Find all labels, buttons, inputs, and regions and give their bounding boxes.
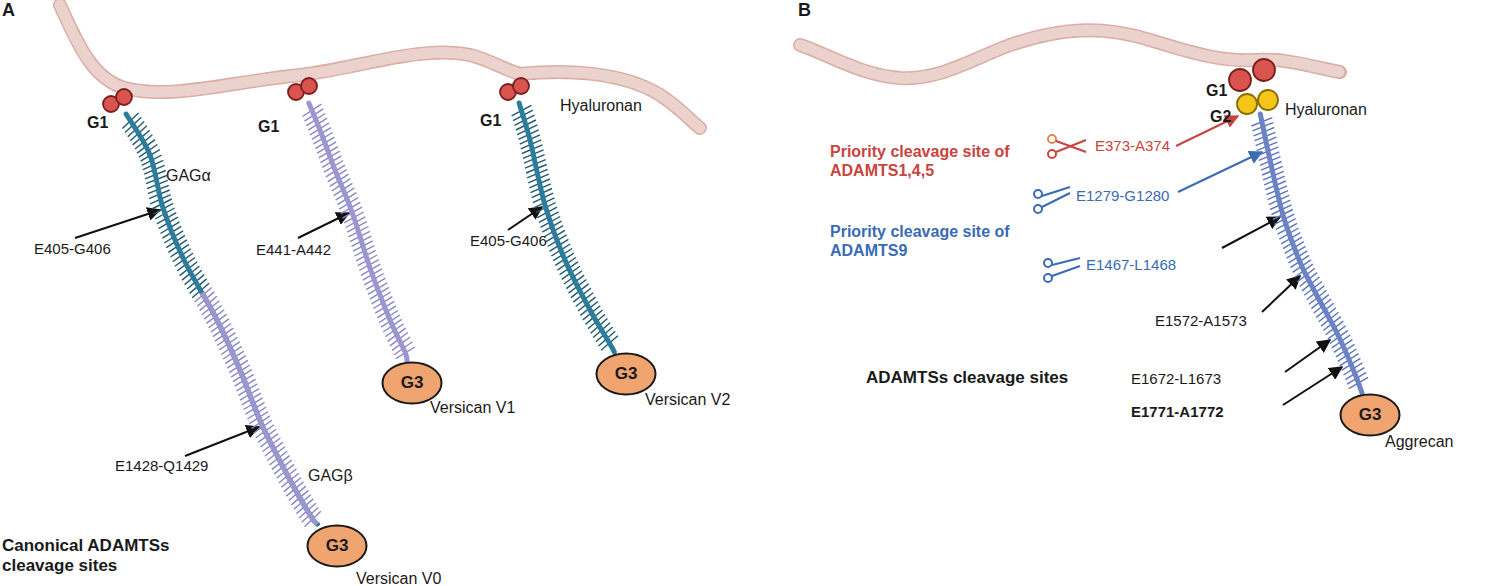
priority-arrow [1178, 152, 1262, 192]
core-protein-connector [519, 103, 614, 352]
panel-text: Priority cleavage site of ADAMTS9 [830, 222, 1045, 260]
site-label: E405-G406 [34, 240, 111, 258]
g1-domain: G1 [497, 75, 533, 103]
scissors-blade [1052, 258, 1080, 265]
site-label: E1572-A1573 [1155, 312, 1247, 330]
panel-text: B [798, 0, 811, 22]
scissors-handle [1034, 205, 1042, 213]
scissors-handle [1048, 135, 1056, 143]
scissors-blade [1056, 141, 1086, 152]
scissors-icon [1048, 135, 1086, 158]
cleavage-arrow [1262, 276, 1300, 312]
cleavage-arrow [298, 213, 349, 238]
domain-label: G1 [480, 112, 501, 130]
molecule-name: Aggrecan [1385, 433, 1454, 451]
domain-circle [116, 89, 132, 105]
domain-shape [100, 86, 136, 114]
g1-domain: G1 [285, 75, 321, 103]
g1-domain: G1 [1226, 56, 1278, 92]
scissors-blade [1042, 193, 1070, 207]
scissors-handle [1034, 190, 1042, 198]
panel-text: Canonical ADAMTSs cleavage sites [2, 536, 177, 577]
hyaluronan-band [60, 5, 700, 128]
cleavage-arrows-b [1176, 116, 1342, 405]
domain-shape [1235, 88, 1280, 114]
domain-label: G2 [1210, 108, 1231, 126]
scissors-handle [1044, 259, 1052, 267]
molecule-name: Versican V1 [430, 399, 515, 417]
core-protein [1252, 114, 1369, 393]
g3-domain: G3Versican V1 [381, 361, 443, 405]
core-protein-connector [309, 103, 407, 361]
domain-label: G3 [595, 352, 657, 396]
panel-text: Priority cleavage site of ADAMTS1,4,5 [830, 142, 1045, 180]
domain-label: G3 [1339, 393, 1401, 437]
hyaluronan-chain [60, 5, 1340, 128]
site-label: Hyaluronan [1285, 100, 1367, 119]
site-label: Hyaluronan [560, 96, 642, 115]
domain-shape [285, 75, 321, 103]
g3-domain: G3Aggrecan [1339, 393, 1401, 437]
panel-text: E1771-A1772 [1131, 403, 1224, 421]
domain-circle [301, 78, 317, 94]
domain-circle [1237, 94, 1257, 114]
domain-circle [513, 78, 529, 94]
hyaluronan-units [60, 5, 700, 128]
domain-shape [1226, 56, 1278, 92]
site-label: E1672-L1673 [1131, 370, 1221, 388]
domain-label: G3 [306, 524, 368, 568]
site-label: E405-G406 [470, 232, 547, 250]
site-label: E441-A442 [256, 241, 331, 259]
scissors-blade [1056, 140, 1086, 152]
cleavage-arrow [508, 207, 542, 230]
panel-text: A [2, 0, 15, 22]
scissors-handle [1044, 274, 1052, 282]
cleavage-arrow [1222, 217, 1280, 248]
domain-circle [1229, 69, 1251, 91]
scissors-icon [1034, 187, 1070, 213]
site-label: E373-A374 [1095, 137, 1170, 155]
site-label: E1279-G1280 [1076, 187, 1169, 205]
domain-label: G3 [381, 361, 443, 405]
domain-label: G1 [1206, 82, 1227, 100]
panel-text: ADAMTSs cleavage sites [866, 368, 1068, 388]
domain-label: G1 [258, 118, 279, 136]
domain-shape [497, 75, 533, 103]
domain-circle [1258, 90, 1278, 110]
gag-chains [512, 105, 618, 350]
cleavage-arrow [75, 210, 160, 238]
cleavage-arrow [185, 427, 259, 456]
core-protein [303, 103, 415, 361]
cleavage-arrow [1285, 340, 1330, 372]
scissors-icon [1044, 258, 1080, 282]
g1-domain: G1 [100, 86, 136, 114]
g3-domain: G3Versican V0 [306, 524, 368, 568]
scissors-handle [1048, 150, 1056, 158]
g2-domain: G2 [1235, 88, 1280, 114]
core-protein [512, 103, 618, 352]
g3-domain: G3Versican V2 [595, 352, 657, 396]
cleavage-arrow [1283, 367, 1342, 405]
core-protein-connector [1260, 114, 1362, 393]
site-label: GAGα [166, 166, 211, 185]
domain-label: G1 [87, 114, 108, 132]
molecule-name: Versican V0 [356, 570, 441, 586]
molecule-name: Versican V2 [645, 391, 730, 409]
scissors-blade [1052, 266, 1080, 276]
domain-circle [1253, 59, 1275, 81]
site-label: E1428-Q1429 [115, 457, 208, 475]
site-label: GAGβ [308, 466, 353, 485]
site-label: E1467-L1468 [1086, 256, 1176, 274]
